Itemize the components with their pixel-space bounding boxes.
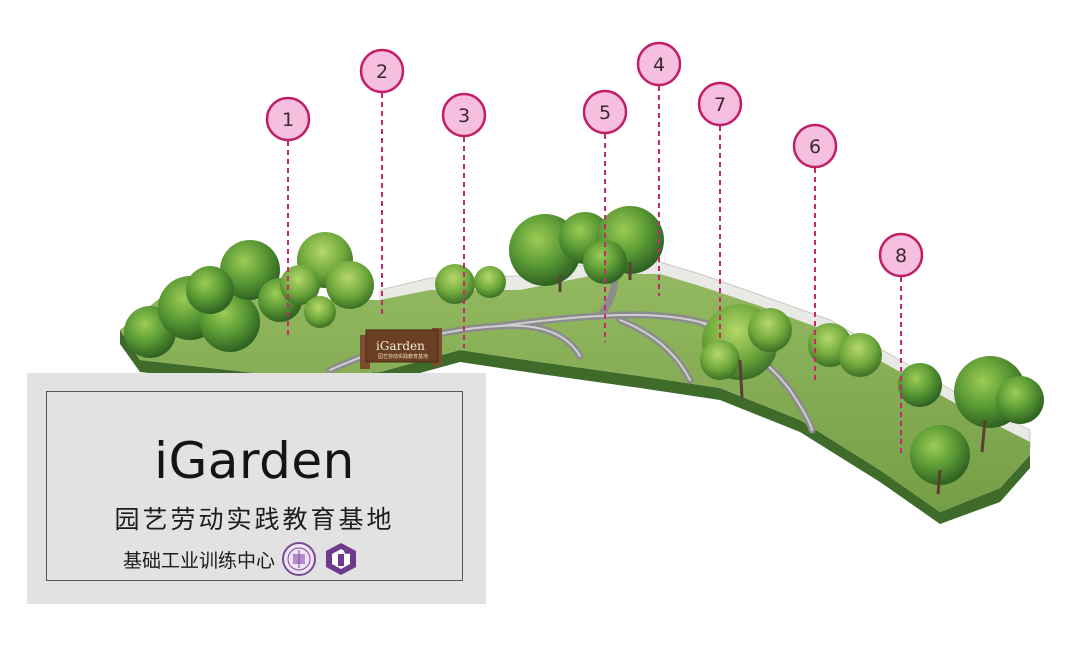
- marker-label: 6: [809, 136, 821, 158]
- tree: [898, 356, 1044, 485]
- tree: [280, 232, 374, 328]
- area-marker-4: 4: [636, 41, 682, 296]
- marker-label: 2: [376, 61, 388, 83]
- area-marker-3: 3: [441, 92, 487, 348]
- marker-circle: [697, 81, 743, 127]
- tree: [808, 323, 882, 377]
- sign-subtext: 园艺劳动实践教育基地: [378, 353, 428, 360]
- marker-label: 8: [895, 245, 907, 267]
- entrance-sign: iGarden 园艺劳动实践教育基地: [360, 328, 442, 369]
- marker-circle: [359, 48, 405, 94]
- marker-label: 7: [714, 94, 726, 116]
- marker-circle: [441, 92, 487, 138]
- marker-circle: [878, 232, 924, 278]
- marker-label: 4: [653, 54, 665, 76]
- lawn-surface: [120, 274, 1030, 512]
- tree: [124, 240, 302, 358]
- panel-org: 基础工业训练中心: [123, 549, 276, 572]
- sign-text: iGarden: [376, 339, 425, 353]
- area-marker-7: 7: [697, 81, 743, 340]
- marker-circle: [582, 89, 628, 135]
- tree: [700, 304, 792, 380]
- panel-subtitle: 园艺劳动实践教育基地: [114, 505, 395, 534]
- university-seal-logo: [282, 542, 317, 576]
- tree-trunks: [558, 262, 987, 495]
- marker-circle: [636, 41, 682, 87]
- info-box: iGarden 园艺劳动实践教育基地 基础工业训练中心: [46, 391, 463, 581]
- area-marker-5: 5: [582, 89, 628, 342]
- area-markers: 1 2 3 4 5 6 7 8: [265, 41, 924, 455]
- info-panel: iGarden 园艺劳动实践教育基地 基础工业训练中心: [27, 373, 486, 604]
- org-row: 基础工业训练中心: [123, 542, 359, 576]
- panel-title: iGarden: [154, 432, 355, 490]
- marker-label: 1: [282, 109, 294, 131]
- marker-label: 3: [458, 105, 470, 127]
- marker-circle: [792, 123, 838, 169]
- training-center-logo: [326, 543, 357, 575]
- area-marker-1: 1: [265, 96, 311, 335]
- area-marker-6: 6: [792, 123, 838, 382]
- area-marker-2: 2: [359, 48, 405, 318]
- area-marker-8: 8: [878, 232, 924, 455]
- marker-label: 5: [599, 102, 611, 124]
- marker-circle: [265, 96, 311, 142]
- trees: [124, 206, 1044, 495]
